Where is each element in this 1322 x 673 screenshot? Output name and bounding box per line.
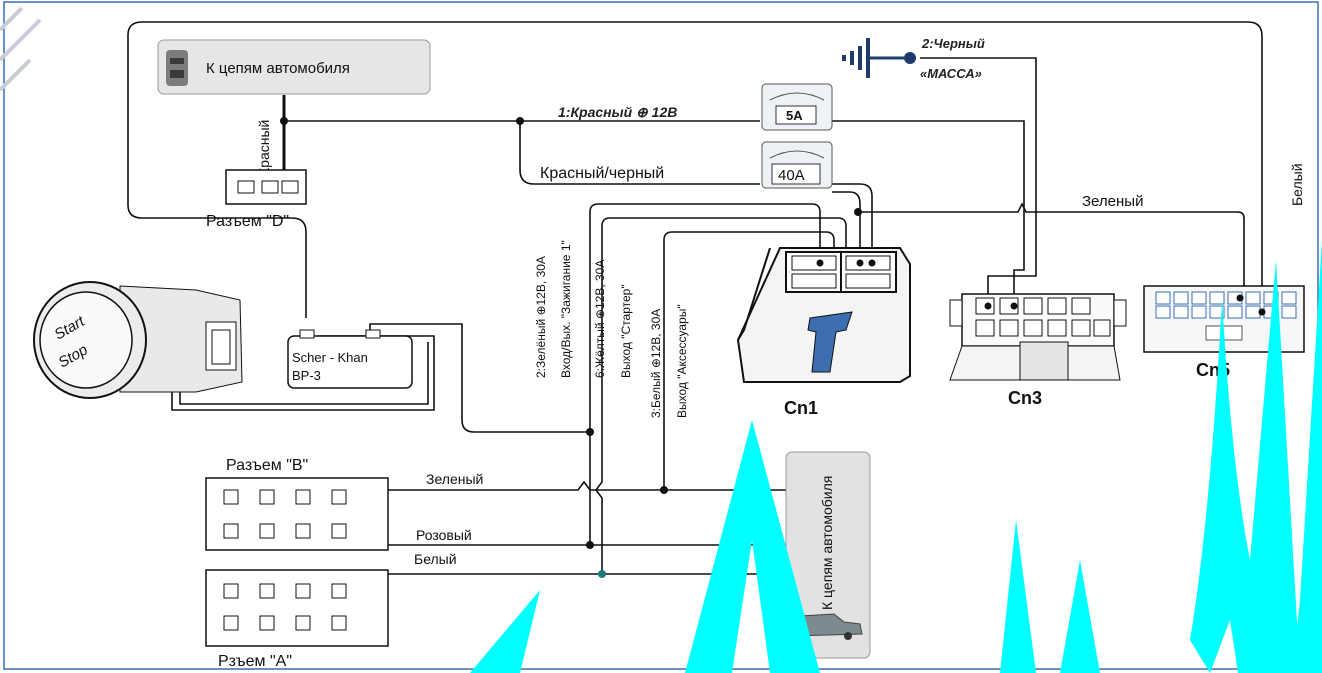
white-a-label: Белый [414, 551, 457, 567]
module-bp3: Scher - Khan BP-3 [287, 329, 413, 389]
fuse-5a-label: 5A [786, 108, 803, 123]
wire-yellow-label-1: 6:Жёлтый ⊕12В, 30А [593, 260, 607, 378]
cn3-label: Cn3 [1008, 388, 1042, 408]
pink-b-label: Розовый [416, 527, 472, 543]
vertical-wire-labels: 2:Зелёный ⊕12В, 30А Вход/Вых. "Зажигание… [534, 240, 689, 418]
ground-label: 2:Черный [921, 36, 985, 51]
fuse-5a: 5A [761, 83, 833, 131]
white-vertical-label: Белый [1289, 163, 1305, 206]
module-name-label: Scher - Khan [292, 350, 368, 365]
start-stop-button-icon: Start Stop [33, 281, 243, 399]
wire-yellow-label-2: Выход "Стартер" [619, 284, 633, 378]
car-circuits-top-label: К цепям автомобиля [206, 60, 350, 77]
connector-a-label: Рзъем "A" [218, 653, 292, 670]
junctions [280, 117, 862, 578]
red-wire-label: Красный [256, 120, 272, 176]
ground-sub-label: «МАССА» [920, 66, 982, 81]
red-12v-label: 1:Красный ⊕ 12В [558, 104, 677, 120]
relay-icon [166, 50, 188, 86]
connector-a: Белый Рзъем "A" [205, 551, 457, 670]
connector-d: Разъем "D" [206, 169, 307, 230]
corner-decoration [0, 6, 42, 92]
car-circuits-right-label: К цепям автомобиля [819, 476, 835, 610]
ground-icon [842, 38, 916, 78]
fuse-40a-label: 40A [778, 167, 805, 184]
wire-white-label-2: Выход "Аксессуары" [675, 304, 689, 418]
green-top-label: Зеленый [1082, 193, 1143, 210]
connector-cn1: Cn1 [736, 247, 911, 418]
cn1-label: Cn1 [784, 398, 818, 418]
wire-green-label-2: Вход/Вых. "Зажигание 1" [559, 240, 573, 378]
connector-b: Разъем "B" Зеленый Розовый [205, 457, 483, 551]
wire-white-label-1: 3:Белый ⊕12В, 30А [649, 309, 663, 418]
wires [127, 21, 1263, 575]
red-black-label: Красный/черный [540, 165, 664, 182]
fuse-40a: 40A [761, 141, 833, 189]
green-b-label: Зеленый [426, 471, 483, 487]
connector-cn3: Cn3 [949, 293, 1127, 408]
connector-d-label: Разъем "D" [206, 213, 289, 230]
wire-green-label-1: 2:Зелёный ⊕12В, 30А [534, 256, 548, 378]
car-circuits-top-box: К цепям автомобиля [157, 39, 431, 95]
connector-b-label: Разъем "B" [226, 457, 308, 474]
watermark [470, 240, 1322, 673]
car-circuits-right-box: К цепям автомобиля [785, 451, 871, 659]
module-model-label: BP-3 [292, 368, 321, 383]
